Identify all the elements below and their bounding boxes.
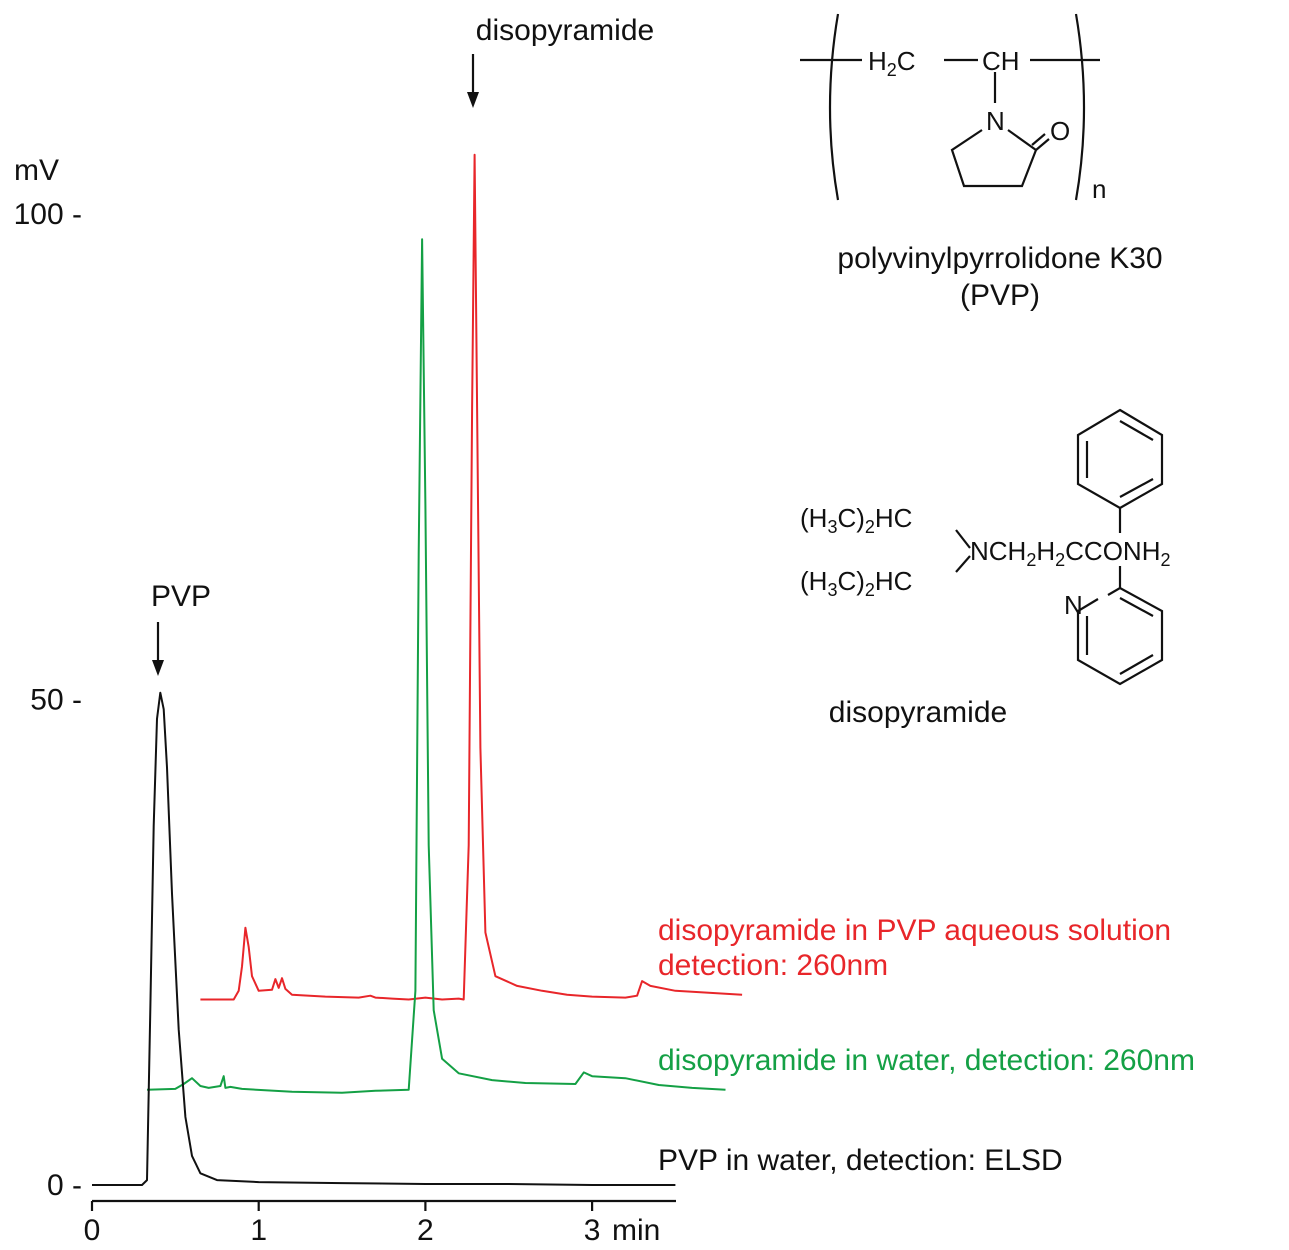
pvp-n-label: N [986,106,1005,136]
x-tick-label: 1 [250,1214,267,1247]
series-label-red-line2: detection: 260nm [658,949,888,982]
pvp-bond-n-c [1007,129,1037,151]
pyridine-double-2 [1119,654,1154,675]
pvp-repeat-n: n [1092,174,1106,204]
pyridine-double-3 [1119,597,1154,617]
y-ticks: 0 - 50 - 100 - [14,198,82,1202]
series-label-red-line1: disopyramide in PVP aqueous solution [658,914,1171,947]
pvp-carbonyl-2 [1031,133,1046,146]
x-axis-unit-label: min [612,1214,660,1247]
pyridine-ring [1076,586,1164,686]
disopyramide-chain: NCH2H2CCONH2 [970,536,1171,570]
pvp-peak-label: PVP [151,580,211,613]
pvp-structure: H2C CH N O n polyvinylpyrrolidone K30 (P… [800,13,1163,312]
pvp-pyrrolidone-ring [950,129,1038,188]
x-tick-label: 3 [584,1214,601,1247]
benzene-double-1 [1119,420,1154,441]
pvp-peak-arrowhead [152,660,164,676]
pvp-left-bracket [828,13,840,201]
trace-pvp-solution-260nm [200,153,743,1001]
disopyramide-structure: (H3C)2HC (H3C)2HC NCH2H2CCONH2 N disopyr… [800,408,1171,729]
disopyramide-peak-arrowhead [467,92,479,108]
y-tick-label: 50 - [30,684,82,717]
x-ticks: 0 1 2 3 [84,1201,601,1247]
pvp-name: polyvinylpyrrolidone K30 [837,242,1162,275]
pvp-right-bracket [1074,13,1086,201]
series-label-green: disopyramide in water, detection: 260nm [658,1044,1195,1077]
pvp-abbr: (PVP) [960,279,1040,312]
y-tick-label: 0 - [47,1169,82,1202]
y-axis-unit-label: mV [14,154,59,187]
disopyramide-isopropyl-top: (H3C)2HC [800,503,912,537]
pvp-peak-annotation: PVP [151,580,211,676]
x-tick-label: 2 [417,1214,434,1247]
pvp-carbonyl-1 [1035,138,1050,151]
disopyramide-isopropyl-bottom: (H3C)2HC [800,566,912,600]
series-label-black: PVP in water, detection: ELSD [658,1144,1063,1177]
pvp-ch-label: CH [982,46,1020,76]
traces [92,153,743,1186]
pvp-o-label: O [1050,116,1070,146]
benzene-ring [1076,408,1164,510]
trace-pvp-elsd [92,691,676,1186]
bond-isopropyl-top-n [955,529,971,549]
x-tick-label: 0 [84,1214,101,1247]
pyridine-n-label: N [1064,590,1083,620]
benzene-double-2 [1119,478,1154,498]
disopyramide-name: disopyramide [829,696,1007,729]
trace-water-260nm [146,238,726,1094]
pvp-ch2-label: H2C [868,46,916,80]
bond-isopropyl-bottom-n [955,555,971,573]
axes: mV min 0 1 2 3 0 - 50 - 100 - [14,154,676,1247]
disopyramide-peak-annotation: disopyramide [467,14,654,108]
disopyramide-peak-label: disopyramide [476,14,654,47]
y-tick-label: 100 - [14,198,82,231]
